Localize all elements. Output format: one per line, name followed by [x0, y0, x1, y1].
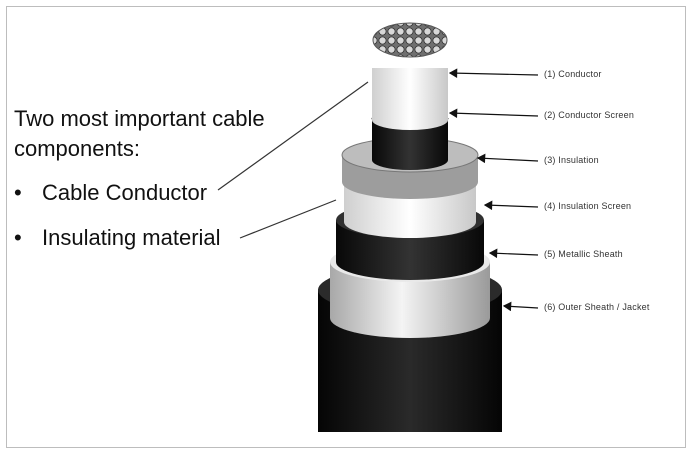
bullet-label: Cable Conductor	[42, 180, 208, 205]
arrow-conductor-screen	[448, 108, 539, 119]
callout-insulation-screen: (4) Insulation Screen	[544, 201, 632, 211]
layer-conductor	[372, 22, 448, 130]
bullet-cable-conductor: • Cable Conductor	[14, 178, 207, 208]
callout-conductor: (1) Conductor	[544, 69, 602, 79]
bullet-insulating-material: • Insulating material	[14, 223, 221, 253]
bullet-label: Insulating material	[42, 225, 221, 250]
arrow-conductor	[448, 68, 539, 78]
callout-metallic-sheath: (5) Metallic Sheath	[544, 249, 623, 259]
arrow-insulation-screen	[483, 200, 539, 211]
callout-arrows	[448, 68, 539, 312]
arrow-metallic-sheath	[488, 248, 539, 259]
callout-outer-jacket: (6) Outer Sheath / Jacket	[544, 302, 650, 312]
headline-text: Two most important cable components:	[14, 106, 265, 161]
callout-conductor-screen: (2) Conductor Screen	[544, 110, 635, 120]
pointer-line-conductor	[217, 81, 369, 191]
callout-insulation: (3) Insulation	[544, 155, 599, 165]
bullet-dot: •	[14, 225, 22, 250]
bullet-dot: •	[14, 180, 22, 205]
pointer-line-insulation	[239, 199, 337, 239]
arrow-insulation	[476, 153, 539, 164]
arrow-outer-jacket	[502, 301, 539, 312]
